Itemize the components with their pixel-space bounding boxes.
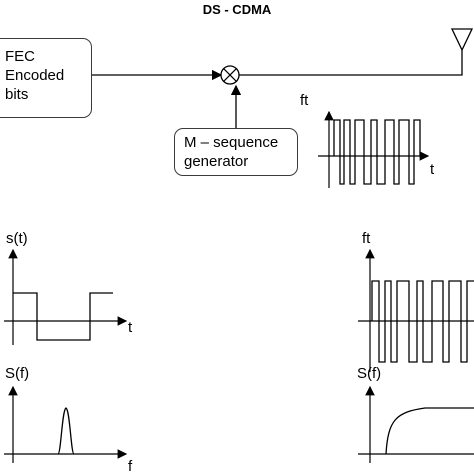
sf-plot [4,385,128,463]
spread-spectrum-plot [358,385,474,463]
sf-spread-y-label: S(f) [357,365,382,382]
m-sequence-generator-box: M – sequence generator [174,128,298,176]
fec-line3: bits [5,86,29,103]
multiplier-icon [220,65,240,85]
diagram-title: DS - CDMA [202,2,272,17]
antenna-icon [450,28,474,52]
fec-encoder-box: FEC Encoded bits [0,38,92,118]
ft-y-label: ft [362,230,371,247]
st-x-label: t [128,319,133,336]
sf-y-label: S(f) [5,365,30,382]
spread-signal-plot [318,110,430,188]
mseq-line1: M – sequence [184,134,279,151]
ft-plot [358,248,474,372]
multiplier-to-antenna-line [239,50,463,76]
spread-plot-y-label: ft [300,92,309,109]
fec-line1: FEC [5,48,35,65]
mseq-line2: generator [184,153,249,170]
st-plot [4,248,128,345]
sf-x-label: f [128,458,133,475]
spread-plot-x-label: t [430,161,435,178]
st-y-label: s(t) [6,230,28,247]
fec-line2: Encoded [5,67,65,84]
